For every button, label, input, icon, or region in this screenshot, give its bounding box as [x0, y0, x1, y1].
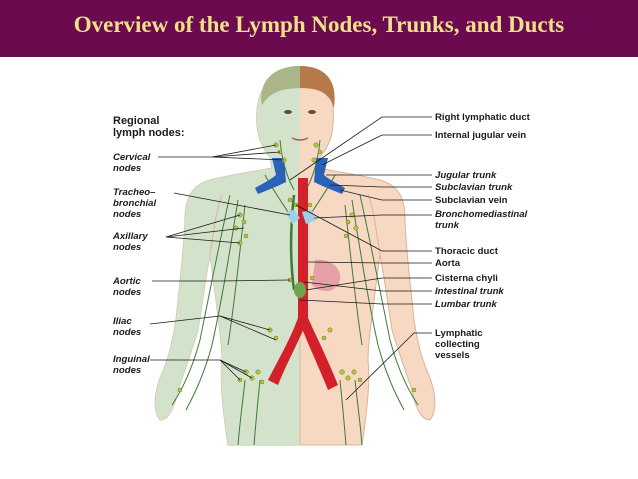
- lymphatic-vessels: [171, 139, 419, 446]
- label-line: nodes: [113, 327, 142, 338]
- label-line: Aortic: [113, 276, 141, 287]
- label-line: trunk: [435, 220, 459, 231]
- label-subclavian-trunk: Subclavian trunk: [435, 182, 513, 193]
- label-line: collecting: [435, 339, 480, 350]
- thoracic-duct: [286, 194, 341, 298]
- label-line: Tracheo–: [113, 187, 156, 198]
- heading-line1: Regional: [113, 115, 160, 127]
- label-line: nodes: [113, 163, 142, 174]
- label-line: Inguinal: [113, 354, 150, 365]
- label-bronchomediastinal-trunk: Bronchomediastinal trunk: [435, 209, 527, 231]
- label-line: vessels: [435, 350, 470, 361]
- page-title: Overview of the Lymph Nodes, Trunks, and…: [73, 12, 565, 37]
- leader-lines-right: [289, 116, 432, 401]
- label-line: Iliac: [113, 316, 132, 327]
- label-line: Axillary: [113, 231, 148, 242]
- label-line: nodes: [113, 209, 142, 220]
- label-tracheobronchial-nodes: Tracheo– bronchial nodes: [113, 187, 156, 220]
- label-right-lymphatic-duct: Right lymphatic duct: [435, 112, 530, 123]
- lymphatic-system-diagram: [149, 66, 436, 446]
- title-bar: Overview of the Lymph Nodes, Trunks, and…: [0, 0, 638, 57]
- label-line: nodes: [113, 287, 142, 298]
- label-jugular-trunk: Jugular trunk: [435, 170, 497, 181]
- label-line: nodes: [113, 365, 142, 376]
- label-internal-jugular-vein: Internal jugular vein: [435, 130, 527, 141]
- label-thoracic-duct: Thoracic duct: [435, 246, 498, 257]
- label-aorta: Aorta: [435, 258, 461, 269]
- body-outline: [154, 66, 436, 446]
- label-axillary-nodes: Axillary nodes: [113, 231, 148, 253]
- label-cervical-nodes: Cervical nodes: [113, 152, 150, 174]
- label-inguinal-nodes: Inguinal nodes: [113, 354, 150, 376]
- label-cisterna-chyli: Cisterna chyli: [435, 273, 498, 284]
- heading-line2: lymph nodes:: [113, 127, 185, 139]
- label-line: Lymphatic: [435, 328, 483, 339]
- label-intestinal-trunk: Intestinal trunk: [435, 286, 504, 297]
- label-lymphatic-collecting-vessels: Lymphatic collecting vessels: [435, 328, 483, 361]
- kidney: [312, 259, 341, 292]
- label-line: bronchial: [113, 198, 157, 209]
- label-aortic-nodes: Aortic nodes: [113, 276, 141, 298]
- label-subclavian-vein: Subclavian vein: [435, 195, 508, 206]
- regional-lymph-nodes-heading: Regional lymph nodes:: [113, 115, 185, 139]
- label-lumbar-trunk: Lumbar trunk: [435, 299, 497, 310]
- label-line: nodes: [113, 242, 142, 253]
- label-line: Cervical: [113, 152, 151, 163]
- label-line: Bronchomediastinal: [435, 209, 528, 220]
- label-iliac-nodes: Iliac nodes: [113, 316, 141, 338]
- leader-lines-left: [149, 144, 291, 381]
